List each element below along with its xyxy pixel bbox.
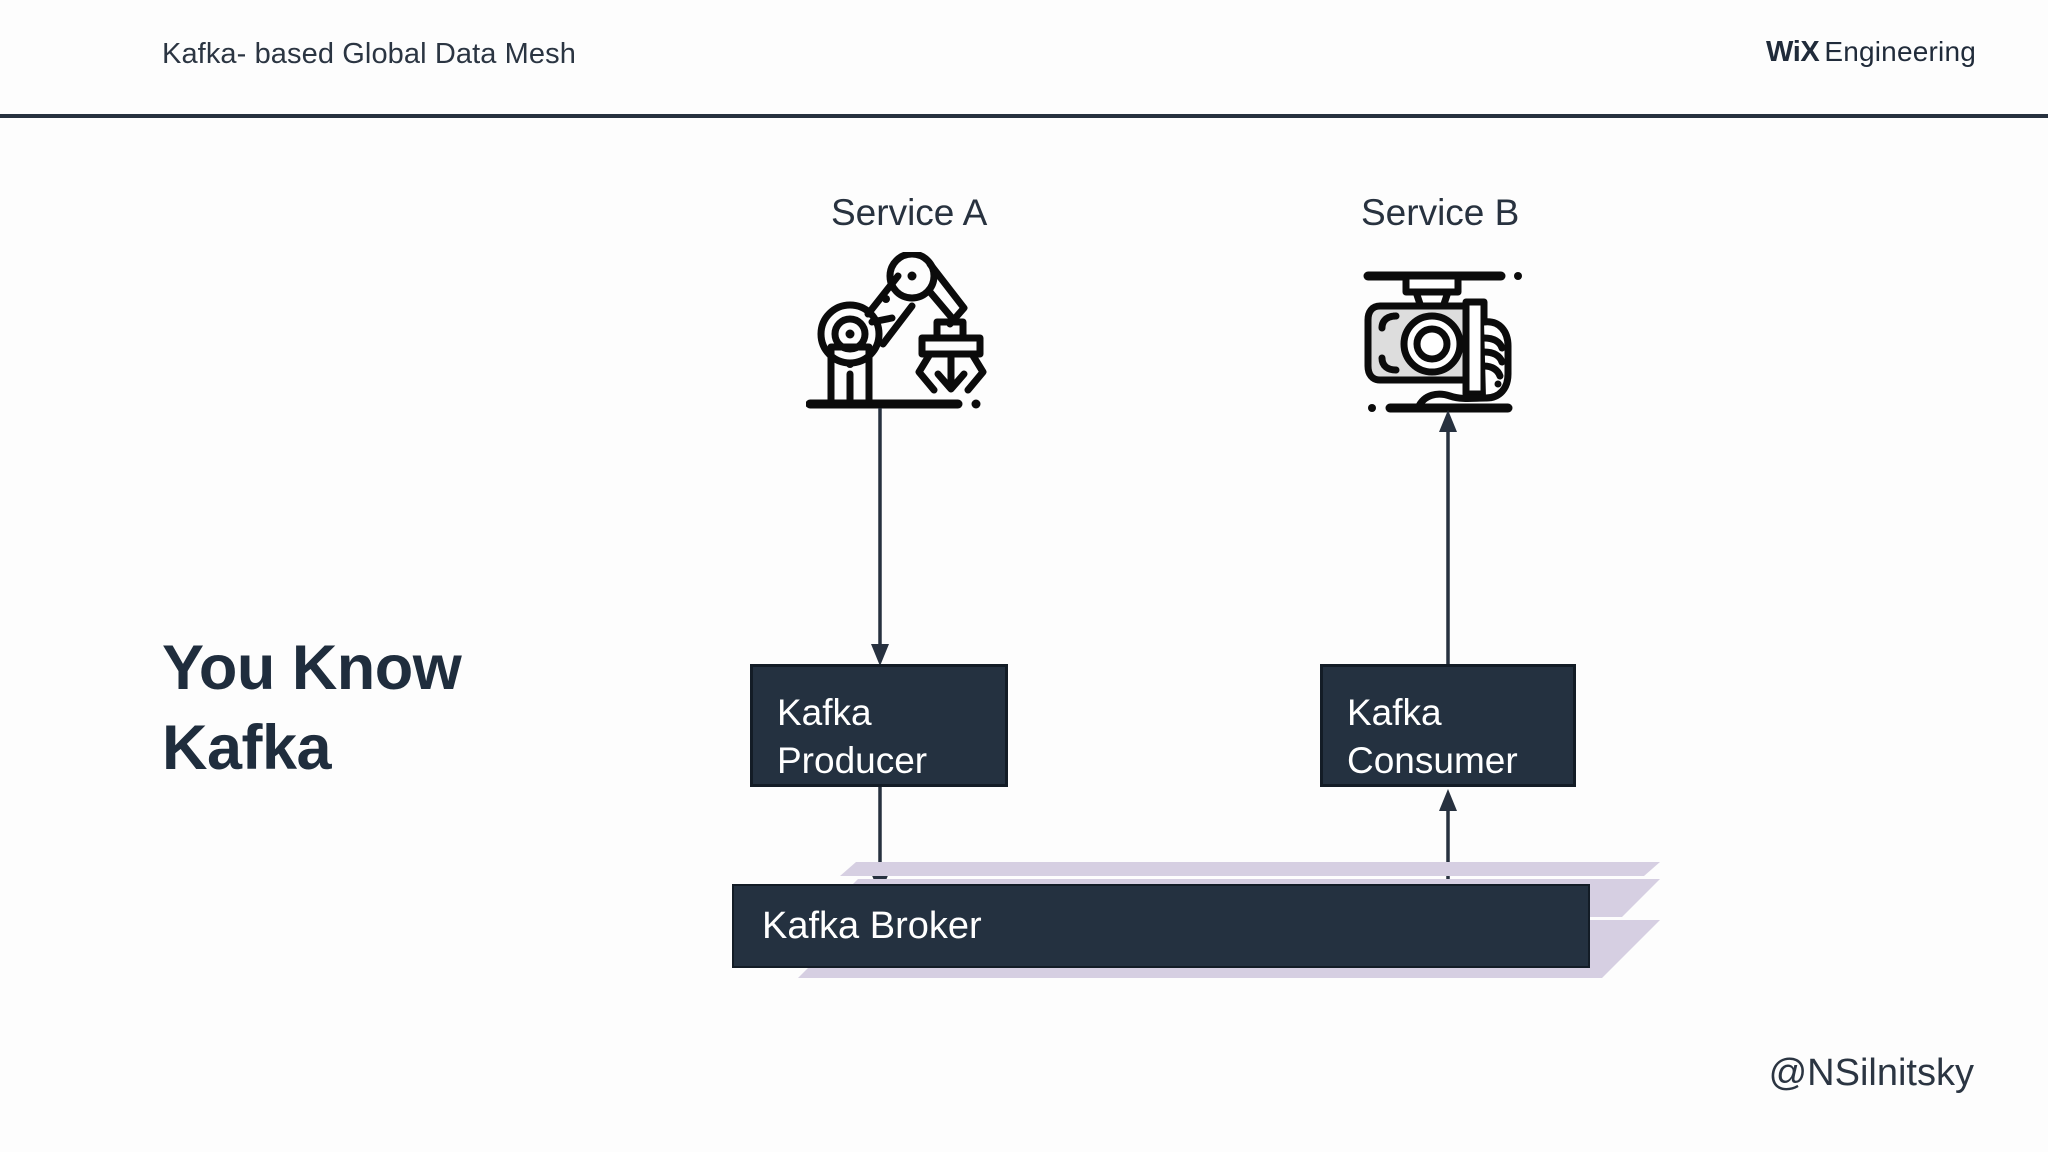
robot-arm-icon (805, 250, 996, 417)
arrow-consumer-to-service-b (1439, 410, 1457, 668)
kafka-broker-label: Kafka Broker (762, 904, 982, 947)
page-title: You Know Kafka (162, 633, 462, 783)
author-handle: @NSilnitsky (1768, 1052, 1974, 1094)
wix-wordmark: WiX (1766, 36, 1820, 68)
kafka-broker-bar[interactable]: Kafka Broker (732, 884, 1590, 968)
service-a-label: Service A (831, 192, 988, 233)
broker-slab-top (840, 862, 1660, 876)
header-title: Kafka- based Global Data Mesh (162, 38, 576, 70)
kafka-broker-stack: Kafka Broker (720, 862, 1780, 994)
kafka-consumer-box[interactable]: Kafka Consumer (1320, 664, 1576, 787)
drill-press-hand-icon (1358, 262, 1533, 417)
header-divider (0, 114, 2048, 118)
service-b-label: Service B (1361, 192, 1520, 233)
arrow-service-a-to-producer (871, 408, 889, 666)
engineering-wordmark: Engineering (1824, 36, 1976, 67)
kafka-producer-box[interactable]: Kafka Producer (750, 664, 1008, 787)
